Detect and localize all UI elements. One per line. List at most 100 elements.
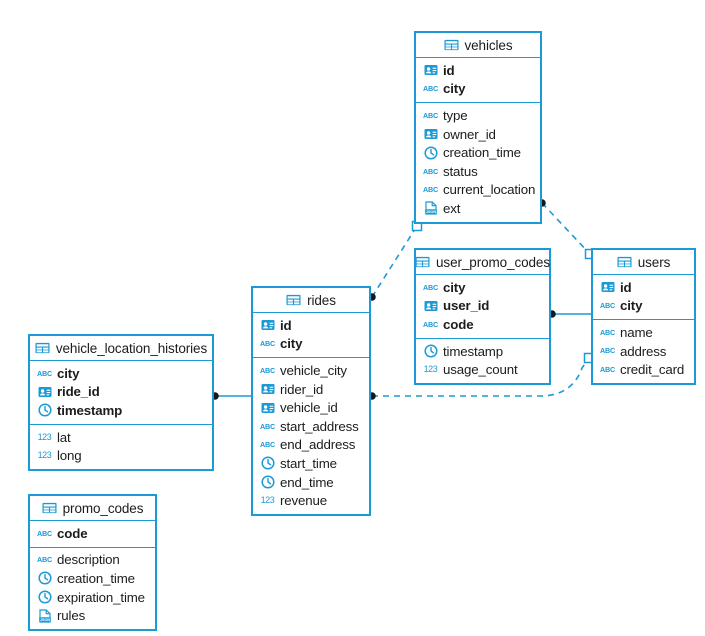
entity-header-promo_codes[interactable]: promo_codes <box>30 496 155 521</box>
key-field-user_id[interactable]: user_id <box>416 297 549 316</box>
key-field-id[interactable]: id <box>253 316 369 335</box>
field-label: creation_time <box>443 145 521 161</box>
key-field-timestamp[interactable]: timestamp <box>30 401 212 420</box>
field-label: current_location <box>443 182 536 198</box>
field-start_time[interactable]: start_time <box>253 454 369 473</box>
key-field-city[interactable]: ABC city <box>416 278 549 297</box>
abc-icon: ABC <box>423 110 438 120</box>
abc-icon: ABC <box>37 528 52 538</box>
number-icon: 123 <box>260 495 275 506</box>
field-label: vehicle_id <box>280 400 338 416</box>
field-label: creation_time <box>57 570 135 586</box>
field-label: vehicle_city <box>280 362 347 378</box>
field-owner_id[interactable]: owner_id <box>416 125 540 144</box>
abc-icon: ABC <box>600 346 615 356</box>
field-creation_time[interactable]: creation_time <box>30 569 155 588</box>
entity-title: rides <box>307 292 336 308</box>
abc-icon: ABC <box>600 301 615 311</box>
uuid-icon <box>260 400 275 415</box>
field-rider_id[interactable]: rider_id <box>253 380 369 399</box>
table-icon <box>42 501 57 516</box>
abc-icon: ABC <box>260 440 275 450</box>
table-icon <box>415 255 430 270</box>
key-field-id[interactable]: id <box>593 278 694 297</box>
entity-header-user_promo_codes[interactable]: user_promo_codes <box>415 250 550 275</box>
uuid-icon <box>423 127 438 142</box>
field-label: lat <box>57 429 71 445</box>
field-label: start_time <box>280 455 337 471</box>
abc-icon: ABC <box>423 282 438 292</box>
field-label: start_address <box>280 418 359 434</box>
abc-icon: ABC <box>600 327 615 337</box>
field-vehicle_id[interactable]: vehicle_id <box>253 398 369 417</box>
key-field-id[interactable]: id <box>416 61 540 80</box>
table-icon <box>286 293 301 308</box>
abc-icon: ABC <box>260 421 275 431</box>
key-field-ride_id[interactable]: ride_id <box>30 383 212 402</box>
field-label: user_id <box>443 298 490 314</box>
field-label: revenue <box>280 493 328 509</box>
entity-header-rides[interactable]: rides <box>253 288 369 313</box>
field-creation_time[interactable]: creation_time <box>416 143 540 162</box>
uuid-icon <box>600 280 615 295</box>
timestamp-icon <box>37 571 52 586</box>
timestamp-icon <box>37 590 52 605</box>
key-field-code[interactable]: ABC code <box>30 524 155 543</box>
relationship-rides-to-vehicles[interactable] <box>371 225 418 298</box>
json-icon: JSON <box>423 201 438 216</box>
field-label: code <box>57 525 88 541</box>
timestamp-icon <box>260 475 275 490</box>
field-end_time[interactable]: end_time <box>253 473 369 492</box>
field-lat[interactable]: 123 lat <box>30 428 212 447</box>
entity-title: promo_codes <box>62 500 144 516</box>
entity-header-vehicles[interactable]: vehicles <box>416 33 540 58</box>
field-label: id <box>443 62 455 78</box>
field-label: ext <box>443 200 461 216</box>
field-timestamp[interactable]: timestamp <box>416 342 549 361</box>
field-label: city <box>443 279 466 295</box>
entity-header-vehicle_location_histories[interactable]: vehicle_location_histories <box>30 336 212 361</box>
field-expiration_time[interactable]: expiration_time <box>30 588 155 607</box>
number-icon: 123 <box>37 431 52 442</box>
field-label: type <box>443 107 468 123</box>
field-label: ride_id <box>57 384 100 400</box>
entity-header-users[interactable]: users <box>593 250 694 275</box>
timestamp-icon <box>423 344 438 359</box>
field-start_address[interactable]: ABC start_address <box>253 417 369 436</box>
abc-icon: ABC <box>37 555 52 565</box>
field-type[interactable]: ABC type <box>416 106 540 125</box>
field-ext[interactable]: JSON ext <box>416 199 540 218</box>
table-icon <box>443 38 459 53</box>
abc-icon: ABC <box>600 365 615 375</box>
relationship-vehicles-to-users[interactable] <box>541 202 591 255</box>
field-revenue[interactable]: 123 revenue <box>253 491 369 510</box>
